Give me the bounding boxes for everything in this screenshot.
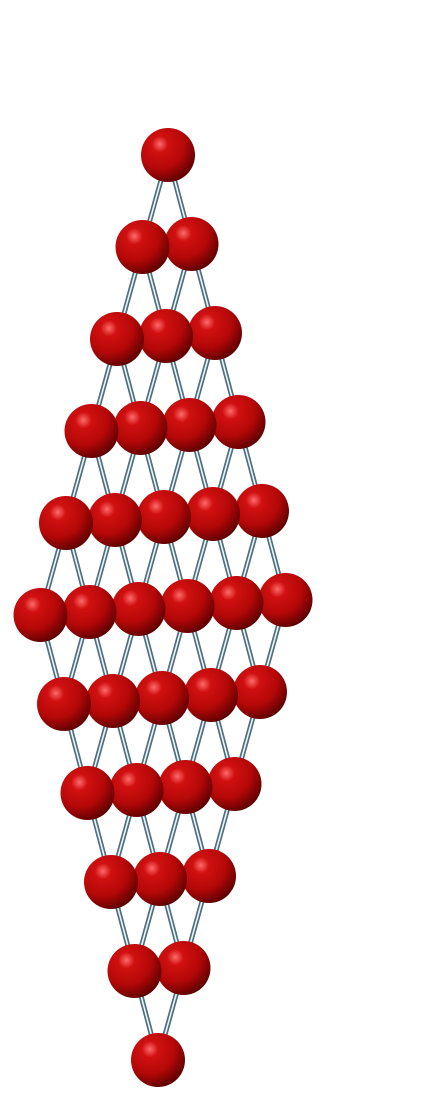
atom — [235, 484, 289, 538]
atom — [37, 677, 91, 731]
atom — [162, 398, 217, 452]
atom — [107, 944, 162, 998]
atom — [209, 576, 264, 630]
atom — [13, 588, 68, 642]
atom — [64, 404, 119, 458]
atom — [60, 766, 115, 820]
atom — [258, 573, 313, 627]
atom — [109, 763, 164, 817]
atom — [39, 496, 93, 550]
atom — [84, 855, 138, 909]
atom-layer — [13, 128, 313, 1087]
atom — [86, 674, 140, 728]
atom — [211, 395, 266, 449]
atom — [139, 309, 193, 363]
atom — [156, 941, 211, 995]
atom — [160, 579, 215, 633]
atom — [182, 849, 236, 903]
atom — [186, 487, 240, 541]
atom — [90, 312, 144, 366]
atom — [158, 760, 213, 814]
atom — [133, 852, 187, 906]
atom — [135, 671, 189, 725]
atom — [62, 585, 117, 639]
atom — [137, 490, 191, 544]
atom — [113, 401, 168, 455]
atom — [207, 757, 262, 811]
atom — [141, 128, 195, 182]
atom — [111, 582, 166, 636]
atom — [184, 668, 238, 722]
atom — [233, 665, 287, 719]
atom — [115, 220, 170, 274]
atom — [131, 1033, 185, 1087]
atom — [88, 493, 142, 547]
atom — [188, 306, 242, 360]
atom — [164, 217, 219, 271]
